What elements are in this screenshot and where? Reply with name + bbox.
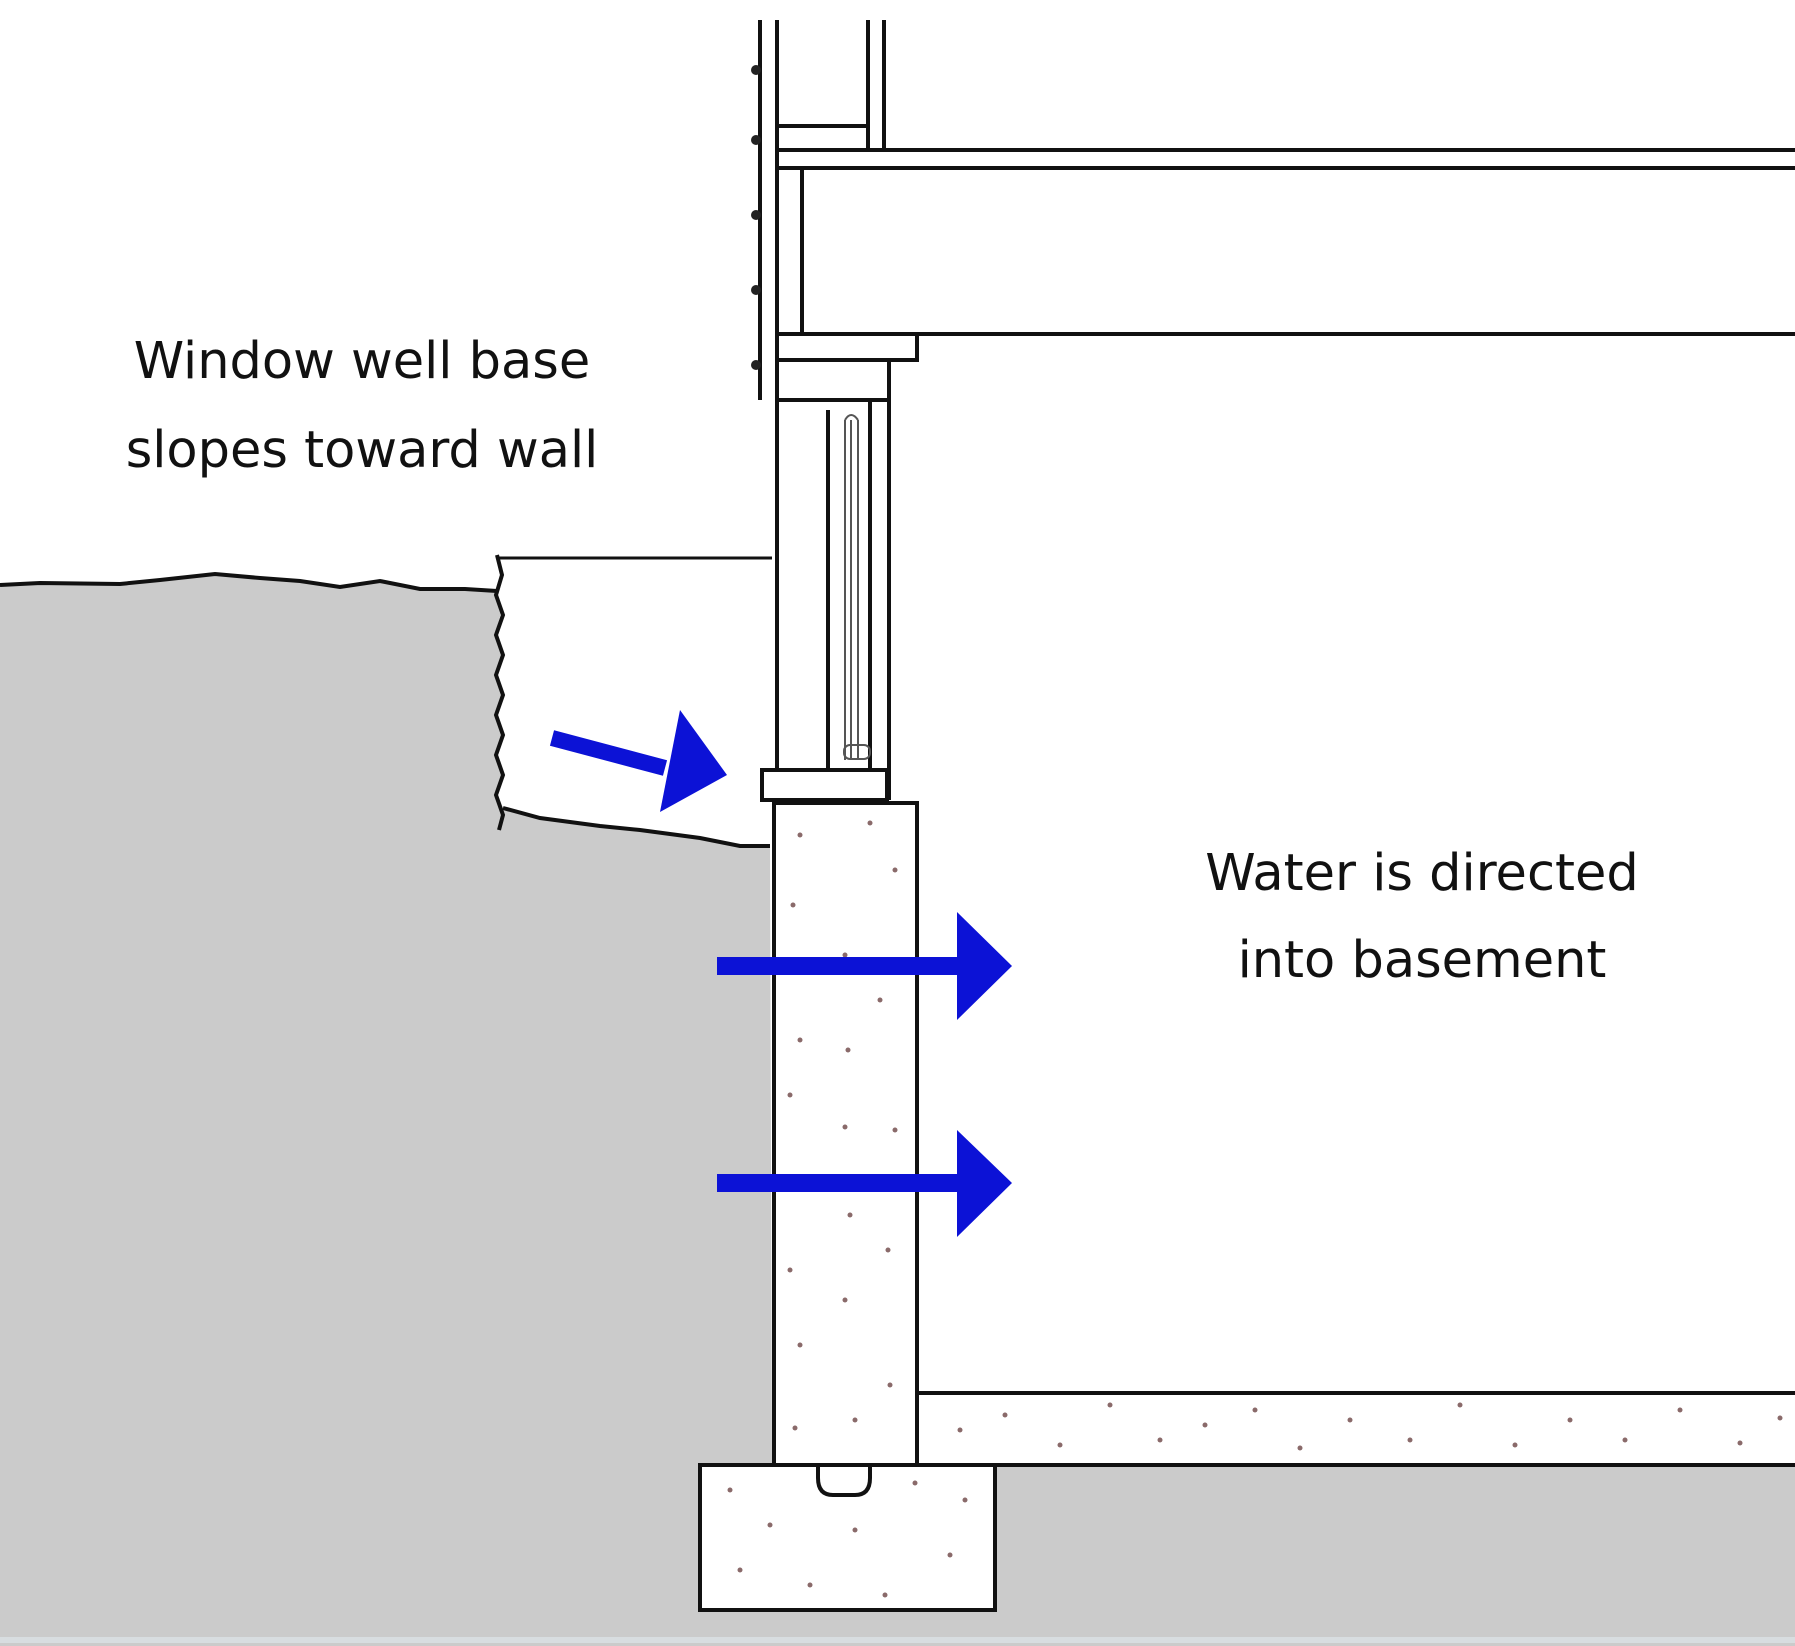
window-well-label-line2: slopes toward wall xyxy=(126,421,599,480)
ground-surface-line xyxy=(0,571,498,593)
footing-aggregate xyxy=(727,1480,968,1598)
exterior-soil xyxy=(0,574,1795,1646)
window-glass xyxy=(843,414,871,760)
water-arrow-lower xyxy=(717,1130,1012,1237)
water-arrow-upper xyxy=(717,912,1012,1020)
slab-aggregate xyxy=(957,1402,1783,1451)
window-well-sloped-base xyxy=(502,806,770,848)
window-well-label: Window well base slopes toward wall xyxy=(126,332,599,480)
footing xyxy=(698,1463,997,1612)
foundation-wall xyxy=(772,801,919,1467)
water-direction-label-line1: Water is directed xyxy=(1205,844,1638,903)
water-direction-label-line2: into basement xyxy=(1238,931,1607,990)
water-direction-label: Water is directed into basement xyxy=(1205,844,1638,990)
basement-window xyxy=(775,358,891,800)
exterior-siding xyxy=(751,65,761,370)
window-sill xyxy=(760,768,889,802)
window-well-edge xyxy=(493,554,506,831)
window-well-label-line1: Window well base xyxy=(134,332,591,391)
floor-system xyxy=(775,148,1795,400)
water-arrow-window-well xyxy=(549,710,727,812)
foundation-wall-aggregate xyxy=(787,820,898,1431)
basement-floor-slab xyxy=(915,1391,1795,1467)
